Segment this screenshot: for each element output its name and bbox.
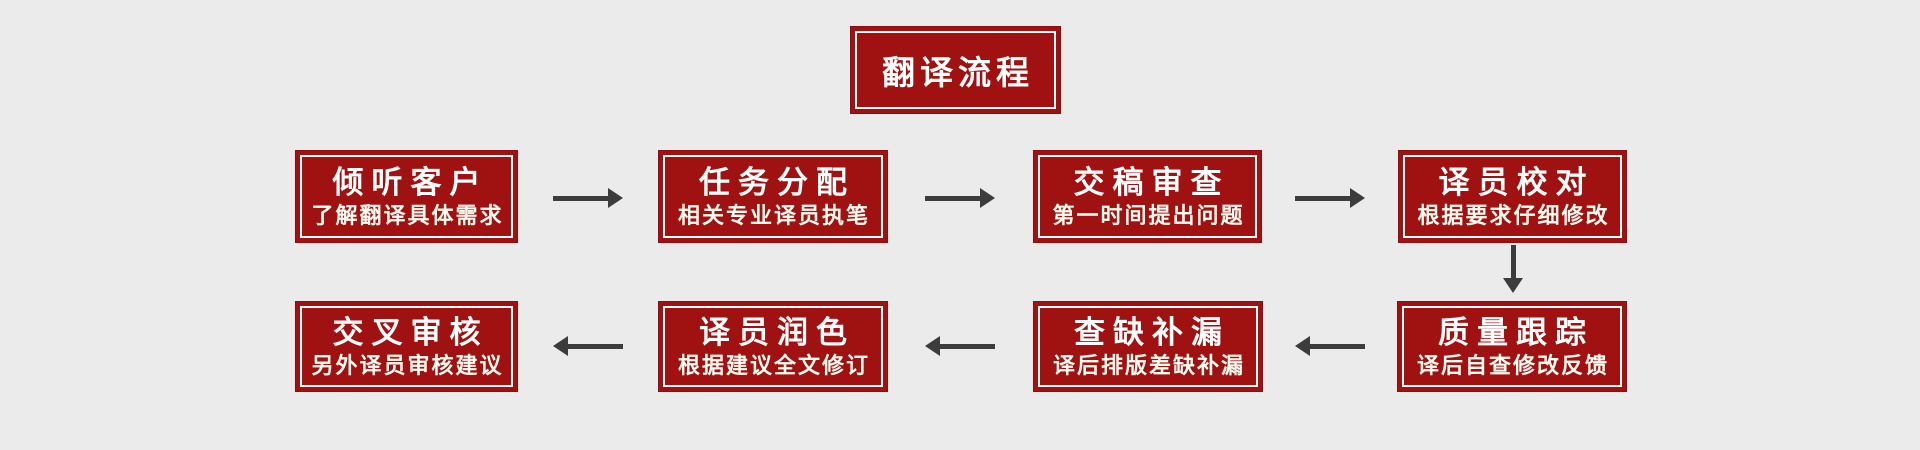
- step-1-subtitle: 了解翻译具体需求: [311, 203, 504, 229]
- step-8-subtitle: 另外译员审核建议: [311, 353, 504, 379]
- step-7-title: 译员润色: [699, 314, 855, 350]
- step-box-6: 查缺补漏 译后排版差缺补漏: [1033, 301, 1263, 392]
- step-box-4: 译员校对 根据要求仔细修改: [1398, 150, 1627, 243]
- step-box-5: 质量跟踪 译后自查修改反馈: [1397, 301, 1627, 392]
- step-6-subtitle: 译后排版差缺补漏: [1052, 353, 1245, 379]
- arrow-right-icon: [925, 188, 995, 208]
- step-3-title: 交稿审查: [1073, 164, 1230, 200]
- step-box-3: 交稿审查 第一时间提出问题: [1033, 150, 1262, 243]
- flow-title-box: 翻译流程: [850, 26, 1061, 114]
- step-box-1: 倾听客户 了解翻译具体需求: [295, 150, 518, 243]
- step-3-subtitle: 第一时间提出问题: [1052, 203, 1245, 229]
- step-7-subtitle: 根据建议全文修订: [677, 353, 870, 379]
- arrow-right-icon: [553, 188, 623, 208]
- arrow-down-icon: [1503, 245, 1523, 293]
- step-box-7: 译员润色 根据建议全文修订: [658, 301, 888, 392]
- step-2-title: 任务分配: [699, 164, 855, 200]
- arrow-right-icon: [1295, 188, 1365, 208]
- step-5-title: 质量跟踪: [1438, 314, 1594, 350]
- step-4-subtitle: 根据要求仔细修改: [1417, 203, 1610, 229]
- arrow-left-icon: [553, 336, 623, 356]
- flow-title: 翻译流程: [882, 54, 1034, 91]
- step-1-title: 倾听客户: [332, 164, 489, 200]
- flow-title-inner: 翻译流程: [855, 31, 1056, 109]
- arrow-left-icon: [1295, 336, 1365, 356]
- step-4-title: 译员校对: [1438, 164, 1595, 200]
- step-5-subtitle: 译后自查修改反馈: [1416, 353, 1609, 379]
- step-box-2: 任务分配 相关专业译员执笔: [658, 150, 888, 243]
- step-2-subtitle: 相关专业译员执笔: [677, 203, 870, 229]
- step-8-title: 交叉审核: [332, 314, 489, 350]
- arrow-left-icon: [925, 336, 995, 356]
- step-6-title: 查缺补漏: [1074, 314, 1230, 350]
- step-box-8: 交叉审核 另外译员审核建议: [295, 301, 518, 392]
